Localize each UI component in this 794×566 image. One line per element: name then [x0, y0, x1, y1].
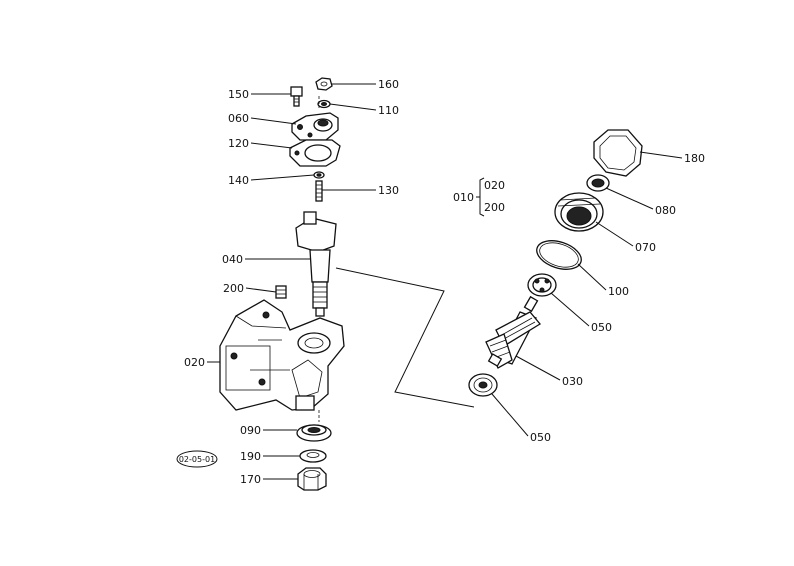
- callout-060: 060: [228, 112, 249, 125]
- callout-090: 090: [240, 424, 261, 437]
- shaft-040: [295, 211, 337, 317]
- nut-160: [315, 77, 333, 91]
- leader-lines: [207, 83, 683, 480]
- nut-170: [297, 467, 327, 491]
- housing-020: [219, 299, 345, 411]
- washer-190: [299, 449, 327, 463]
- worm-shaft-030: [485, 295, 541, 369]
- callout-110: 110: [378, 104, 399, 117]
- callout-050-lower: 050: [530, 431, 551, 444]
- seal-080: [586, 174, 610, 192]
- callout-140: 140: [228, 174, 249, 187]
- o-ring-100: [536, 240, 582, 270]
- ring-140: [313, 171, 325, 179]
- callout-120: 120: [228, 137, 249, 150]
- callout-010: 010: [453, 191, 474, 204]
- diagram-stamp: 02-05-01: [176, 450, 218, 468]
- sleeve-nut-070: [554, 192, 604, 232]
- gasket-120: [289, 139, 341, 167]
- plug-200: [275, 285, 287, 299]
- callout-160: 160: [378, 78, 399, 91]
- callout-200: 200: [223, 282, 244, 295]
- callout-100: 100: [608, 285, 629, 298]
- callout-130: 130: [378, 184, 399, 197]
- cover-060: [291, 112, 339, 141]
- bearing-050-upper: [527, 273, 557, 297]
- callout-080: 080: [655, 204, 676, 217]
- callout-070: 070: [635, 241, 656, 254]
- group-bracket-010: [476, 177, 485, 217]
- stud-130: [315, 180, 323, 202]
- callout-190: 190: [240, 450, 261, 463]
- callout-030: 030: [562, 375, 583, 388]
- washer-110: [317, 99, 331, 109]
- bolt-150: [290, 86, 303, 107]
- callout-020: 020: [184, 356, 205, 369]
- callout-180: 180: [684, 152, 705, 165]
- callout-010-200: 200: [484, 201, 505, 214]
- cap-180: [593, 129, 643, 177]
- callout-050-upper: 050: [591, 321, 612, 334]
- phantom-connector-line: [335, 267, 475, 408]
- bearing-050-lower: [468, 373, 498, 397]
- bearing-090: [296, 424, 332, 442]
- callout-010-020: 020: [484, 179, 505, 192]
- stamp-text: 02-05-01: [179, 455, 215, 464]
- callout-150: 150: [228, 88, 249, 101]
- callout-040: 040: [222, 253, 243, 266]
- callout-170: 170: [240, 473, 261, 486]
